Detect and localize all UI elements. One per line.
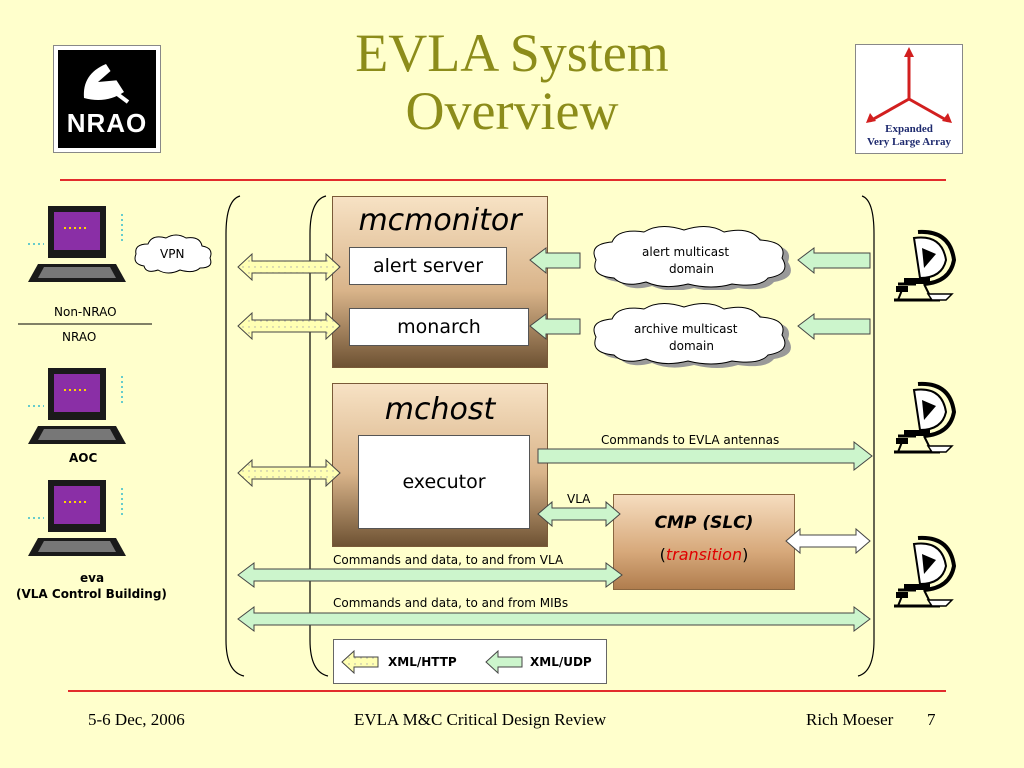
http-arrow-executor — [237, 458, 341, 488]
cmp-transition-line: (transition) — [614, 545, 794, 564]
alert-server-label: alert server — [372, 255, 484, 277]
udp-arrow-antenna-to-archive-cloud — [797, 313, 871, 341]
executor-box: executor — [358, 435, 530, 529]
computer-icon — [28, 480, 126, 556]
mchost-title: mchost — [384, 392, 496, 427]
cmp-transition: transition — [665, 545, 743, 564]
top-divider — [60, 179, 946, 181]
archive-multicast-cloud-icon — [593, 303, 791, 368]
footer-review: EVLA M&C Critical Design Review — [354, 710, 607, 729]
cmp-antenna-arrow — [785, 527, 871, 555]
evla-logo-line-1: Expanded — [885, 123, 933, 135]
computer-icon — [28, 368, 126, 444]
commands-mibs-label: Commands and data, to and from MIBs — [333, 596, 569, 610]
alert-cloud-line-1: alert multicast — [642, 245, 730, 259]
commands-antennas-label: Commands to EVLA antennas — [601, 433, 780, 447]
footer-author: Rich Moeser — [806, 710, 894, 729]
executor-label: executor — [402, 471, 486, 493]
radio-dish-icon — [83, 64, 130, 104]
udp-arrow-cloud-to-alert — [529, 247, 581, 275]
page-title: EVLA System Overview — [0, 24, 1024, 140]
nrao-logo-text: NRAO — [66, 108, 148, 138]
non-nrao-label: Non-NRAO — [54, 305, 117, 319]
commands-vla-arrow — [237, 562, 623, 588]
commands-vla-label: Commands and data, to and from VLA — [333, 553, 564, 567]
footer-page-number: 7 — [927, 710, 936, 729]
vla-label: VLA — [567, 492, 591, 506]
nrao-logo: NRAO — [53, 45, 161, 153]
alert-server-box: alert server — [349, 247, 507, 285]
commands-antennas-arrow — [537, 440, 873, 472]
evla-logo: Expanded Very Large Array — [855, 44, 963, 154]
computer-icon — [28, 206, 126, 282]
http-legend-arrow-icon — [341, 649, 379, 675]
alert-cloud-line-2: domain — [669, 262, 714, 276]
monarch-box: monarch — [349, 308, 529, 346]
eva-label: eva — [80, 571, 105, 585]
archive-cloud-line-1: archive multicast — [634, 322, 738, 336]
title-line-2: Overview — [405, 81, 619, 141]
cmp-paren-open: ( — [659, 545, 666, 564]
antenna-icon — [894, 535, 957, 608]
monarch-label: monarch — [397, 316, 481, 338]
bottom-divider — [68, 690, 946, 692]
aoc-label: AOC — [69, 451, 98, 465]
udp-legend-arrow-icon — [485, 649, 523, 675]
antenna-icon — [894, 229, 957, 302]
commands-mibs-arrow — [237, 606, 871, 632]
vpn-cloud-icon — [134, 234, 212, 274]
archive-cloud-line-2: domain — [669, 339, 714, 353]
mcmonitor-box: mcmonitor alert server monarch — [332, 196, 548, 368]
nrao-label: NRAO — [62, 330, 97, 344]
legend-box: XML/HTTP XML/UDP — [333, 639, 607, 684]
legend-udp-label: XML/UDP — [530, 655, 592, 669]
cmp-box: CMP (SLC) (transition) — [613, 494, 795, 590]
title-line-1: EVLA System — [355, 23, 669, 83]
vpn-label: VPN — [160, 247, 185, 261]
udp-arrow-antenna-to-alert-cloud — [797, 247, 871, 275]
mcmonitor-title: mcmonitor — [358, 203, 522, 238]
mchost-box: mchost executor — [332, 383, 548, 547]
vla-arrow — [537, 500, 621, 528]
cmp-title: CMP (SLC) — [654, 513, 754, 533]
footer-date: 5-6 Dec, 2006 — [88, 710, 185, 729]
cmp-paren-close: ) — [742, 545, 749, 564]
http-arrow-alert — [237, 252, 341, 282]
y-array-icon — [866, 47, 952, 123]
http-arrow-monarch — [237, 311, 341, 341]
antenna-icon — [894, 381, 957, 454]
evla-logo-line-2: Very Large Array — [867, 136, 951, 148]
eva-sublabel: (VLA Control Building) — [16, 587, 167, 601]
legend-http-label: XML/HTTP — [388, 655, 457, 669]
alert-multicast-cloud-icon — [593, 226, 791, 290]
udp-arrow-cloud-to-monarch — [529, 313, 581, 341]
